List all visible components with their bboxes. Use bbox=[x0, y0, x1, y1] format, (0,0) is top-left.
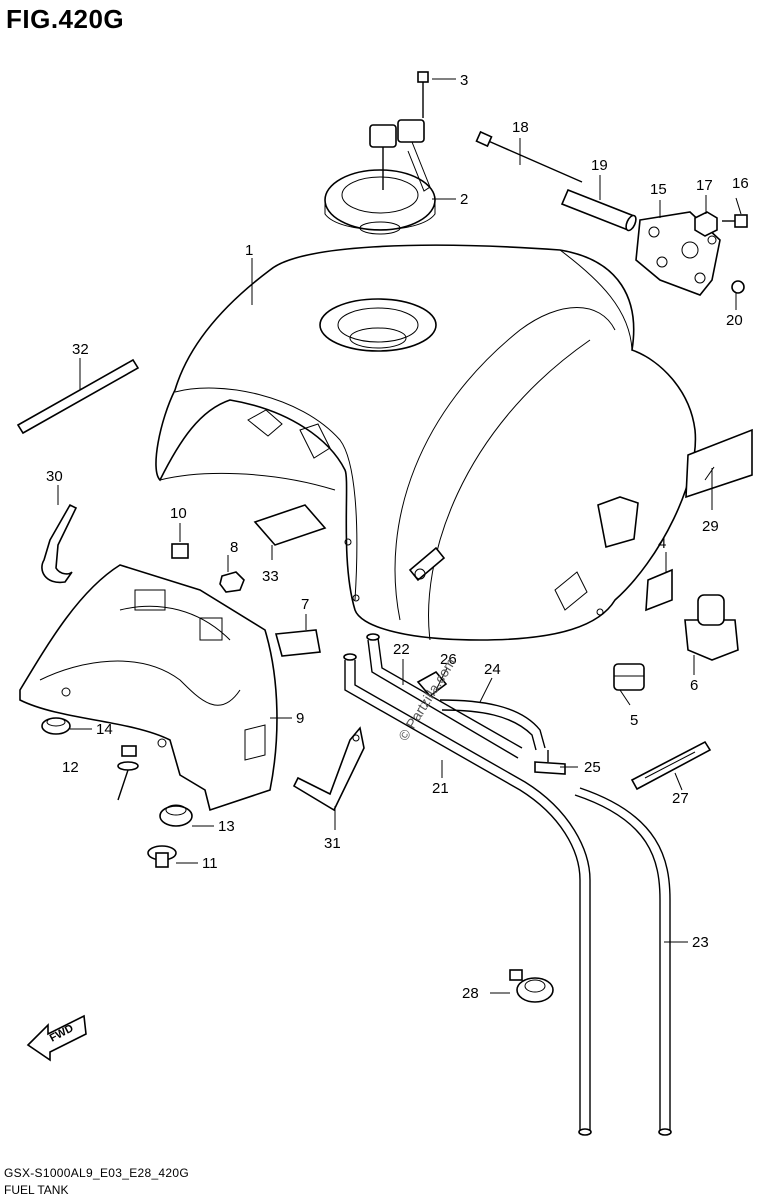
fuel-tank-part[interactable] bbox=[155, 244, 697, 641]
callout-3: 3 bbox=[460, 72, 468, 89]
callout-2: 2 bbox=[460, 191, 468, 208]
callout-14: 14 bbox=[96, 721, 113, 738]
callout-6: 6 bbox=[690, 677, 698, 694]
callout-22: 22 bbox=[393, 641, 410, 658]
callout-10: 10 bbox=[170, 505, 187, 522]
callout-7: 7 bbox=[301, 596, 309, 613]
long-bolt-part[interactable] bbox=[475, 130, 583, 183]
grommet-part[interactable] bbox=[41, 717, 71, 735]
sensor-pad-part[interactable] bbox=[645, 568, 673, 612]
callout-33: 33 bbox=[262, 568, 279, 585]
drain-hose-part[interactable] bbox=[343, 653, 592, 1136]
hose-joint-part[interactable] bbox=[534, 750, 566, 775]
vent-hose-part[interactable] bbox=[439, 699, 546, 751]
callout-25: 25 bbox=[584, 759, 601, 776]
callout-numbers: 1 2 3 4 5 6 7 8 9 10 11 12 13 14 15 16 1… bbox=[46, 72, 749, 1002]
callout-12: 12 bbox=[62, 759, 79, 776]
spacer-tube-part[interactable] bbox=[560, 188, 638, 232]
bolt-part[interactable] bbox=[722, 214, 748, 228]
callout-17: 17 bbox=[696, 177, 713, 194]
small-nut-part[interactable] bbox=[731, 280, 745, 294]
callout-4: 4 bbox=[658, 535, 666, 552]
cover-cap-part[interactable] bbox=[613, 663, 645, 691]
screw-part[interactable] bbox=[417, 71, 429, 118]
callout-8: 8 bbox=[230, 539, 238, 556]
callout-28: 28 bbox=[462, 985, 479, 1002]
forward-direction-arrow-icon: FWD bbox=[26, 1014, 87, 1062]
callout-11: 11 bbox=[202, 855, 218, 872]
callout-26: 26 bbox=[440, 651, 457, 668]
callout-23: 23 bbox=[692, 934, 709, 951]
overflow-hose-part[interactable] bbox=[574, 787, 672, 1136]
figure-title: FIG.420G bbox=[6, 4, 125, 34]
ignition-key-part[interactable] bbox=[369, 119, 431, 192]
damper-part[interactable] bbox=[171, 543, 189, 559]
callout-18: 18 bbox=[512, 119, 529, 136]
callout-15: 15 bbox=[650, 181, 667, 198]
section-name: FUEL TANK bbox=[4, 1183, 69, 1197]
callout-5: 5 bbox=[630, 712, 638, 729]
callout-16: 16 bbox=[732, 175, 749, 192]
hose-clip-part[interactable] bbox=[416, 670, 448, 698]
callout-24: 24 bbox=[484, 661, 501, 678]
callout-20: 20 bbox=[726, 312, 743, 329]
hose-bracket-part[interactable] bbox=[292, 726, 365, 812]
trim-strip-part[interactable] bbox=[16, 358, 140, 435]
hose-clamp-part[interactable] bbox=[509, 969, 554, 1003]
nut-part[interactable] bbox=[694, 211, 718, 237]
callout-1: 1 bbox=[245, 242, 253, 259]
callout-27: 27 bbox=[672, 790, 689, 807]
callout-31: 31 bbox=[324, 835, 341, 852]
callout-21: 21 bbox=[432, 780, 449, 797]
callout-29: 29 bbox=[702, 518, 719, 535]
tank-cover-part[interactable] bbox=[19, 564, 278, 812]
breather-hose-part[interactable] bbox=[366, 633, 523, 759]
callout-19: 19 bbox=[591, 157, 608, 174]
fuel-cap-part[interactable] bbox=[324, 169, 436, 235]
callout-13: 13 bbox=[218, 818, 235, 835]
callout-9: 9 bbox=[296, 710, 304, 727]
leader-lines bbox=[57, 78, 742, 994]
bolt-8-part[interactable] bbox=[219, 571, 245, 593]
collar-part[interactable] bbox=[147, 845, 177, 868]
rubber-sheet-part[interactable] bbox=[253, 504, 327, 546]
rubber-cap-part[interactable] bbox=[684, 594, 739, 661]
callout-30: 30 bbox=[46, 468, 63, 485]
model-code: GSX-S1000AL9_E03_E28_420G bbox=[4, 1166, 189, 1180]
wire-bracket-part[interactable] bbox=[41, 503, 78, 584]
bolt-12-part[interactable] bbox=[117, 745, 139, 801]
band-part[interactable] bbox=[630, 740, 712, 791]
pad-sheet-part[interactable] bbox=[274, 629, 321, 657]
callout-32: 32 bbox=[72, 341, 89, 358]
cushion-part[interactable] bbox=[159, 804, 193, 827]
